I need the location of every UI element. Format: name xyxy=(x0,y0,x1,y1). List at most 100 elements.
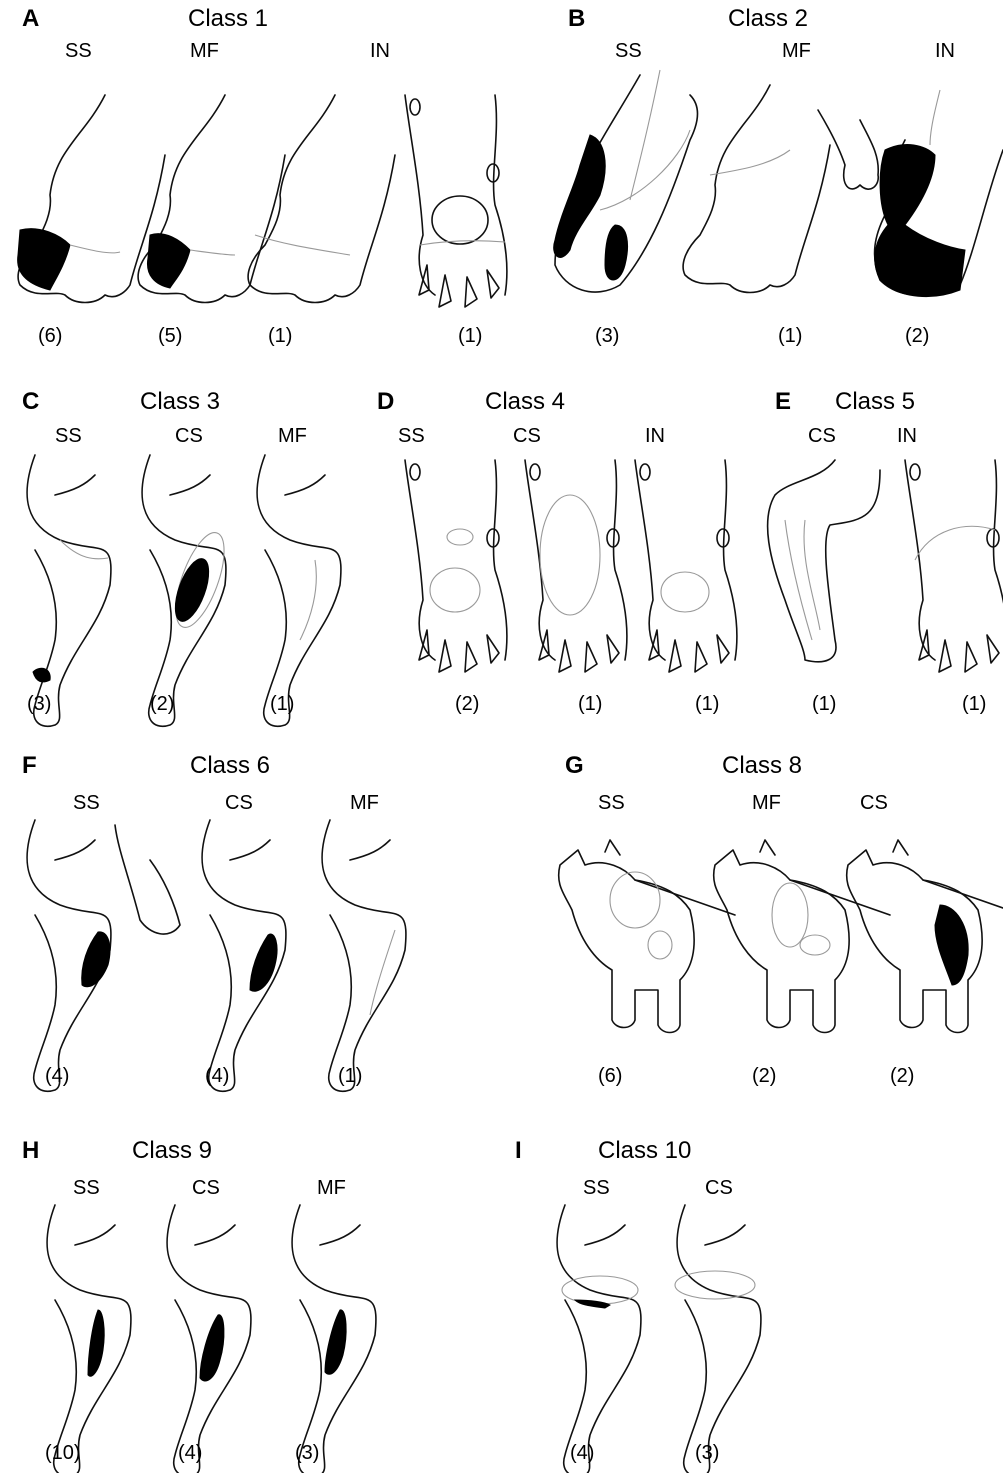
paw-drawing-e-in xyxy=(905,460,1003,672)
panel-a-col-1: SS xyxy=(65,40,92,63)
cat-drawing-g-mf xyxy=(714,840,890,1033)
panel-f-col-3: MF xyxy=(350,792,379,815)
panel-g-col-3: CS xyxy=(860,792,888,815)
panel-b-count-2: (1) xyxy=(778,325,802,348)
panel-h-col-3: MF xyxy=(317,1177,346,1200)
limb-drawing-f-mf xyxy=(322,820,406,1091)
panel-b-count-1: (3) xyxy=(595,325,619,348)
limb-drawing-h-ss xyxy=(47,1205,131,1473)
limb-drawing-e-cs xyxy=(768,460,880,662)
panel-f-col-1: SS xyxy=(73,792,100,815)
panel-b-col-1: SS xyxy=(615,40,642,63)
limb-drawing-i-ss xyxy=(557,1205,641,1473)
panel-h-title: Class 9 xyxy=(132,1137,212,1165)
panel-h-letter: H xyxy=(22,1137,39,1165)
panel-c-col-3: MF xyxy=(278,425,307,448)
panel-h-col-2: CS xyxy=(192,1177,220,1200)
panel-c-count-1: (3) xyxy=(27,693,51,716)
panel-i-title: Class 10 xyxy=(598,1137,691,1165)
panel-d-col-2: CS xyxy=(513,425,541,448)
panel-f-col-2: CS xyxy=(225,792,253,815)
panel-a-col-2: MF xyxy=(190,40,219,63)
panel-f-title: Class 6 xyxy=(190,752,270,780)
panel-a-count-4: (1) xyxy=(458,325,482,348)
panel-f-count-2: (4) xyxy=(205,1065,229,1088)
panel-e-letter: E xyxy=(775,388,791,416)
panel-c-title: Class 3 xyxy=(140,388,220,416)
field-h-cs xyxy=(200,1315,224,1381)
panel-i-count-1: (4) xyxy=(570,1442,594,1465)
field-i-ss xyxy=(575,1300,610,1308)
panel-d-count-2: (1) xyxy=(578,693,602,716)
panel-c-letter: C xyxy=(22,388,39,416)
field-g-cs xyxy=(935,905,968,985)
cat-drawing-g-ss xyxy=(559,840,735,1033)
panel-g-count-3: (2) xyxy=(890,1065,914,1088)
panel-e-count-2: (1) xyxy=(962,693,986,716)
panel-b-letter: B xyxy=(568,5,585,33)
field-f-ss xyxy=(82,932,110,987)
cat-drawing-g-cs xyxy=(847,840,1003,1033)
paw-drawing-a-in2 xyxy=(405,95,507,307)
panel-f-count-1: (4) xyxy=(45,1065,69,1088)
field-h-mf xyxy=(325,1310,346,1374)
field-h-ss xyxy=(88,1310,104,1376)
paw-drawing-a-in1 xyxy=(248,95,395,303)
field-b-ss-2 xyxy=(605,225,628,280)
panel-e-col-2: IN xyxy=(897,425,917,448)
panel-c-col-1: SS xyxy=(55,425,82,448)
panel-d-count-1: (2) xyxy=(455,693,479,716)
paw-drawing-f-ss-inset xyxy=(115,825,180,934)
limb-drawing-i-cs xyxy=(677,1205,761,1473)
panel-c-count-3: (1) xyxy=(270,693,294,716)
panel-i-letter: I xyxy=(515,1137,522,1165)
panel-a-title: Class 1 xyxy=(188,5,268,33)
panel-d-letter: D xyxy=(377,388,394,416)
paw-drawing-b-mf xyxy=(683,85,830,293)
limb-drawing-c-ss xyxy=(27,455,111,726)
panel-e-col-1: CS xyxy=(808,425,836,448)
field-a-ss xyxy=(18,229,70,290)
panel-i-col-2: CS xyxy=(705,1177,733,1200)
panel-g-letter: G xyxy=(565,752,584,780)
panel-d-col-1: SS xyxy=(398,425,425,448)
field-c-ss xyxy=(33,668,50,682)
panel-d-count-3: (1) xyxy=(695,693,719,716)
panel-a-count-3: (1) xyxy=(268,325,292,348)
panel-d-col-3: IN xyxy=(645,425,665,448)
panel-a-count-2: (5) xyxy=(158,325,182,348)
panel-c-col-2: CS xyxy=(175,425,203,448)
panel-g-count-2: (2) xyxy=(752,1065,776,1088)
panel-b-col-2: MF xyxy=(782,40,811,63)
panel-e-title: Class 5 xyxy=(835,388,915,416)
panel-h-count-3: (3) xyxy=(295,1442,319,1465)
paw-drawing-d-in xyxy=(635,460,737,672)
panel-h-count-1: (10) xyxy=(45,1442,81,1465)
panel-b-count-3: (2) xyxy=(905,325,929,348)
limb-drawing-c-mf xyxy=(257,455,341,726)
paw-drawing-b-mf-inset xyxy=(818,110,878,189)
panel-h-count-2: (4) xyxy=(178,1442,202,1465)
panel-h-col-1: SS xyxy=(73,1177,100,1200)
field-a-mf xyxy=(147,234,190,288)
panel-f-letter: F xyxy=(22,752,37,780)
panel-f-count-3: (1) xyxy=(338,1065,362,1088)
field-b-ss-1 xyxy=(554,135,606,257)
paw-drawing-d-ss xyxy=(405,460,507,672)
panel-e-count-1: (1) xyxy=(812,693,836,716)
panel-a-col-3: IN xyxy=(370,40,390,63)
panel-g-count-1: (6) xyxy=(598,1065,622,1088)
panel-b-col-3: IN xyxy=(935,40,955,63)
panel-g-col-2: MF xyxy=(752,792,781,815)
panel-d-title: Class 4 xyxy=(485,388,565,416)
panel-a-letter: A xyxy=(22,5,39,33)
panel-b-title: Class 2 xyxy=(728,5,808,33)
field-c-cs xyxy=(168,555,215,626)
panel-a-count-1: (6) xyxy=(38,325,62,348)
field-b-in xyxy=(875,145,965,297)
panel-g-col-1: SS xyxy=(598,792,625,815)
panel-g-title: Class 8 xyxy=(722,752,802,780)
panel-i-count-2: (3) xyxy=(695,1442,719,1465)
panel-c-count-2: (2) xyxy=(150,693,174,716)
